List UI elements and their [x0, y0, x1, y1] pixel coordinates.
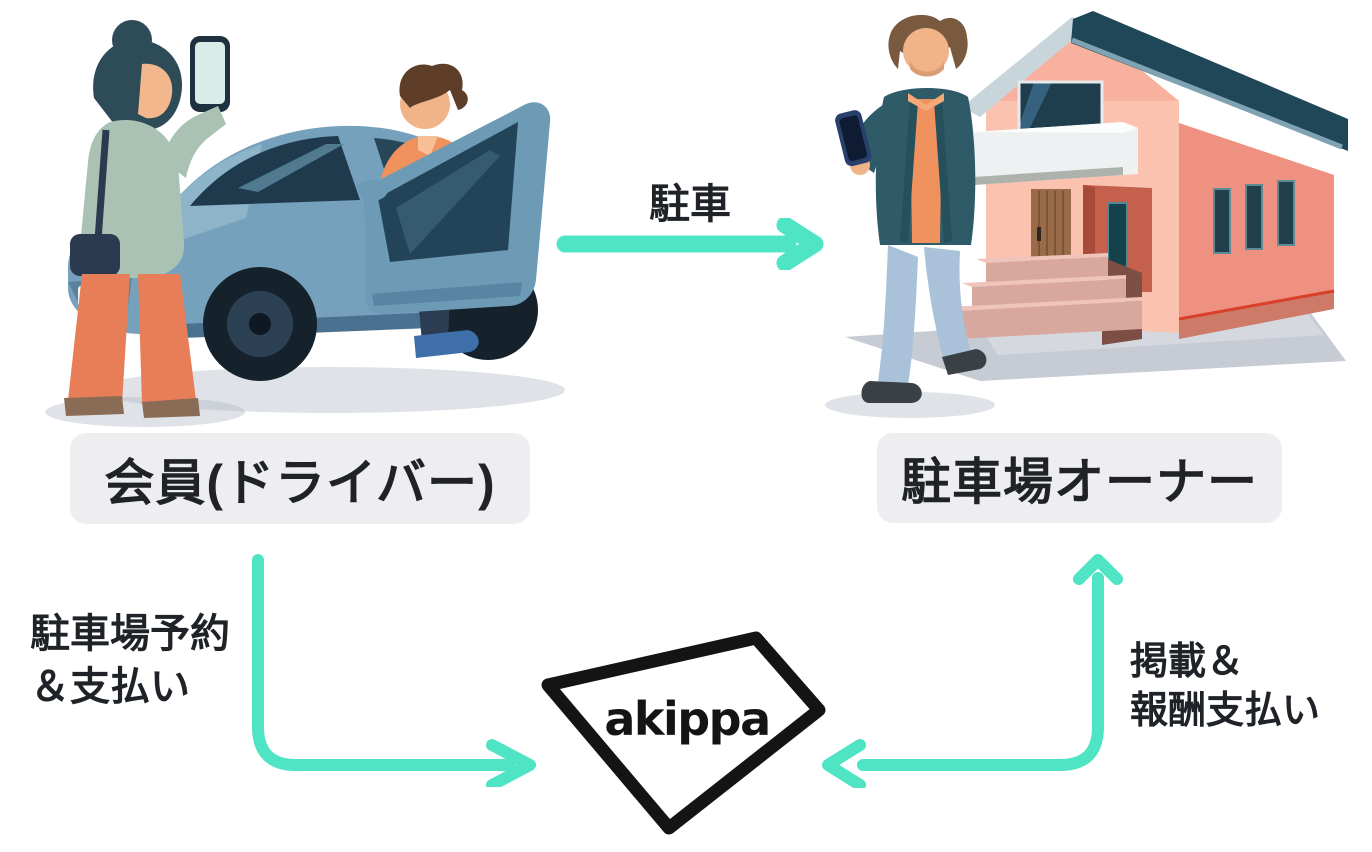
driver-car-illustration: [45, 20, 565, 427]
reserve-pay-line1: 駐車場予約: [30, 612, 230, 656]
list-reward-line2: 報酬支払い: [1130, 690, 1321, 732]
akippa-logo-text: akippa: [604, 692, 769, 746]
owner-entity-text: 駐車場オーナー: [901, 454, 1258, 510]
reserve-pay-flow-label: 駐車場予約 ＆支払い: [30, 608, 230, 714]
pink-house: [948, 11, 1348, 345]
owner-man: [825, 14, 995, 418]
owner-entity-label: 駐車場オーナー: [877, 433, 1282, 523]
reserve-pay-elbow-arrow-icon: [252, 554, 536, 787]
entrance-steps: [948, 253, 1142, 345]
driver-woman: [64, 20, 230, 418]
side-windows: [1213, 180, 1295, 254]
list-reward-line1: 掲載＆: [1130, 641, 1245, 683]
shoulder-bag: [70, 234, 120, 276]
akippa-logo-outline: [541, 631, 826, 835]
smartphone: [190, 36, 230, 112]
driver-entity-text: 会員(ドライバー): [104, 454, 496, 511]
open-car-door: [356, 102, 551, 314]
balcony: [974, 122, 1138, 185]
list-reward-elbow-arrow-icon: [822, 554, 1123, 788]
driver-entity-label: 会員(ドライバー): [70, 433, 530, 524]
car-shadow: [95, 367, 565, 413]
smartphone: [835, 110, 872, 167]
akippa-logo: akippa: [541, 631, 826, 835]
owner-house-illustration: [825, 11, 1348, 418]
parking-flow-label: 駐車: [649, 181, 731, 227]
parking-arrow-right-icon: [556, 218, 824, 270]
reserve-pay-line2: ＆支払い: [30, 665, 190, 709]
list-reward-flow-label: 掲載＆ 報酬支払い: [1130, 638, 1320, 736]
